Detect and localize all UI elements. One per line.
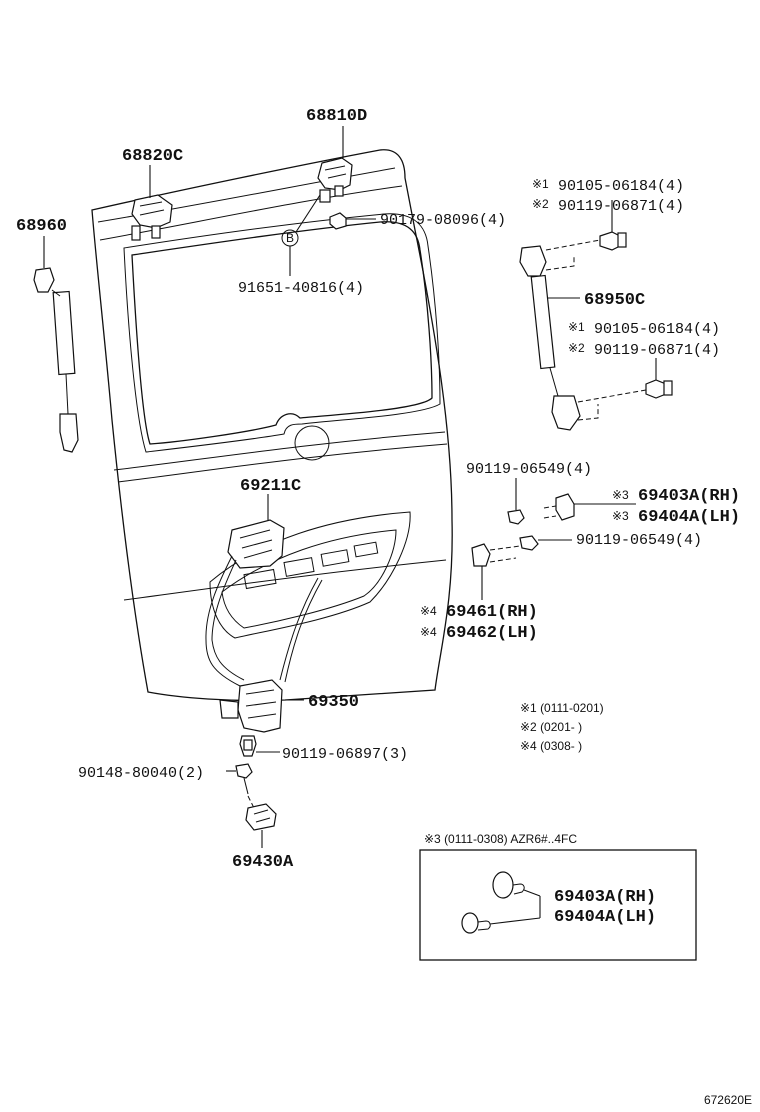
legend-note-1: ※1 (0111-0201)	[520, 701, 604, 715]
hinge-68820c	[131, 165, 173, 241]
stopper-69403a-main	[507, 478, 636, 525]
screw-90148	[226, 763, 253, 795]
mark-1-top: ※1	[532, 177, 549, 191]
damper-stay-68950c	[519, 210, 673, 431]
back-door-handle-69211c	[227, 494, 285, 569]
mark-2-top: ※2	[532, 197, 549, 211]
label-69430a: 69430A	[232, 853, 294, 872]
label-screw-lower: 90119-06549(4)	[576, 532, 702, 549]
inset-label-69403a: 69403A(RH)	[554, 888, 656, 907]
mark-1-bottom: ※1	[568, 320, 585, 334]
hinge-68810d	[295, 126, 353, 233]
inset-stopper-upper	[492, 871, 525, 899]
mark-4-lh: ※4	[420, 625, 437, 639]
legend-note-2: ※2 (0201- )	[520, 720, 582, 734]
inset-label-69404a: 69404A(LH)	[554, 908, 656, 927]
nut-90179	[329, 212, 376, 230]
label-bottom-bolt-2: 90119-06871(4)	[594, 342, 720, 359]
label-top-bolt-2: 90119-06871(4)	[558, 198, 684, 215]
legend-notes: ※1 (0111-0201) ※2 (0201- ) ※4 (0308- )	[520, 701, 604, 753]
label-69211c: 69211C	[240, 477, 301, 496]
mark-3-lh: ※3	[612, 509, 629, 523]
inset-frame	[419, 849, 697, 961]
label-90148: 90148-80040(2)	[78, 765, 204, 782]
striker-69430a	[245, 795, 277, 848]
label-68950c: 68950C	[584, 291, 645, 310]
figure-id: 672620E	[704, 1093, 752, 1107]
label-68960: 68960	[16, 217, 67, 236]
mark-3-rh: ※3	[612, 488, 629, 502]
mark-2-bottom: ※2	[568, 341, 585, 355]
label-69462: 69462(LH)	[446, 624, 538, 643]
damper-stay-68960	[33, 236, 79, 453]
label-69404a: 69404A(LH)	[638, 508, 740, 527]
legend-note-4: ※4 (0308- )	[520, 739, 582, 753]
back-door-lock-69350	[205, 555, 323, 733]
label-91651: 91651-40816(4)	[238, 280, 364, 297]
label-bottom-bolt-1: 90105-06184(4)	[594, 321, 720, 338]
label-top-bolt-1: 90105-06184(4)	[558, 178, 684, 195]
label-90119-06897: 90119-06897(3)	[282, 746, 408, 763]
inset-title: ※3 (0111-0308) AZR6#..4FC	[424, 832, 577, 846]
label-69403a: 69403A(RH)	[638, 487, 740, 506]
inset-box: ※3 (0111-0308) AZR6#..4FC 69403A(RH) 694…	[419, 832, 697, 961]
label-90179: 90179-08096(4)	[380, 212, 506, 229]
circle-b-label: B	[286, 231, 294, 245]
inset-stopper-lower	[461, 912, 491, 934]
part-labels: 68810D 68820C 68960 90179-08096(4) 91651…	[16, 107, 740, 872]
label-69461: 69461(RH)	[446, 603, 538, 622]
back-door-panel	[91, 149, 453, 702]
mark-4-rh: ※4	[420, 604, 437, 618]
bolt-90119-06897	[239, 735, 280, 757]
label-screw-upper: 90119-06549(4)	[466, 461, 592, 478]
label-68820c: 68820C	[122, 147, 183, 166]
cushion-69461	[471, 535, 572, 600]
label-68810d: 68810D	[306, 107, 367, 126]
label-69350: 69350	[308, 693, 359, 712]
bolt-91651-callout: B	[281, 229, 299, 276]
